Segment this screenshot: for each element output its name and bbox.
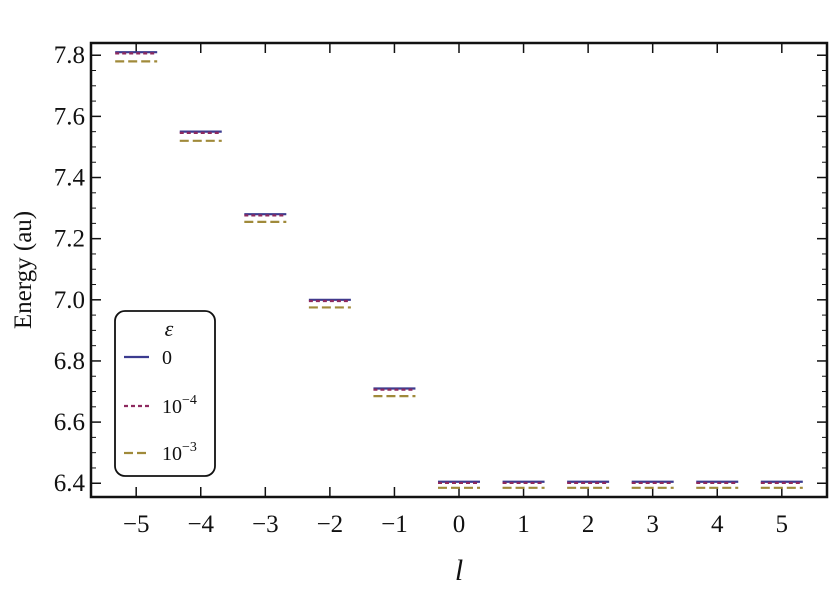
legend-label: 0 [162, 347, 172, 369]
series-2 [115, 60, 803, 489]
x-tick-label: 0 [453, 511, 466, 538]
x-tick-label: 4 [711, 511, 724, 538]
y-axis-title: Energy (au) [10, 211, 37, 329]
x-tick-label: −2 [317, 511, 344, 538]
axis-ticks: 6.4 6.6 6.8 7.0 7.2 7.4 7.6 7.8 −5 −4 −3 −2 −1 0 1 2 3 4 5 [54, 42, 827, 538]
y-tick-label: 6.4 [54, 470, 86, 497]
legend-label: 10−4 [162, 393, 197, 418]
legend-label: 10−3 [162, 440, 197, 465]
y-tick-label: 6.8 [54, 348, 85, 375]
x-tick-label: 3 [646, 511, 659, 538]
y-tick-label: 7.6 [54, 103, 85, 130]
legend-title: ε [165, 316, 174, 341]
y-tick-label: 7.4 [54, 165, 86, 192]
series-1 [115, 52, 803, 485]
x-tick-label: 1 [517, 511, 530, 538]
y-tick-label: 7.8 [54, 42, 85, 69]
x-tick-label: −4 [187, 511, 214, 538]
x-tick-label: 5 [776, 511, 789, 538]
series-0 [115, 51, 803, 483]
x-tick-label: −3 [252, 511, 279, 538]
y-tick-label: 6.6 [54, 409, 85, 436]
y-tick-label: 7.2 [54, 226, 85, 253]
x-tick-label: 2 [582, 511, 595, 538]
data-marks [115, 51, 803, 489]
legend: ε 0 10−4 10−3 [114, 310, 216, 477]
x-axis-title: l [455, 554, 463, 587]
y-tick-label: 7.0 [54, 287, 85, 314]
x-tick-label: −5 [123, 511, 150, 538]
legend-box [114, 310, 216, 477]
x-tick-label: −1 [381, 511, 408, 538]
